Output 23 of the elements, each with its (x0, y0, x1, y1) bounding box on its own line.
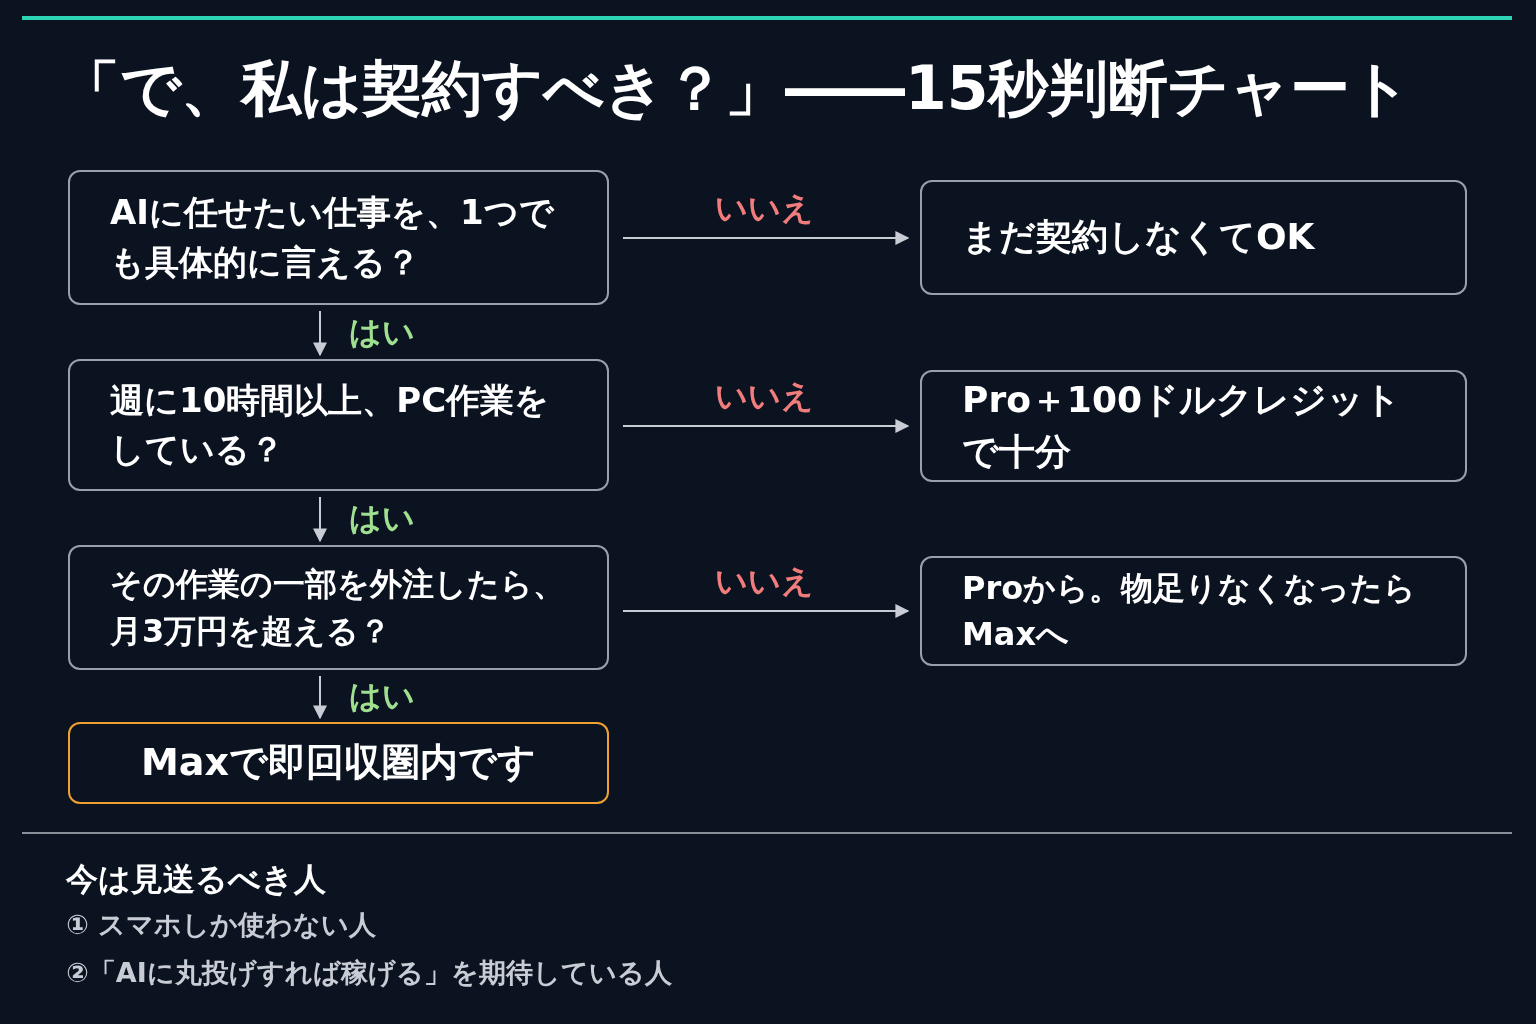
section-heading: 今は見送るべき人 (66, 859, 326, 900)
edge-label: いいえ (715, 380, 814, 412)
arrow (622, 419, 910, 433)
arrow (313, 310, 327, 357)
process-box: その作業の一部を外注したら、月3万円を超える？ (68, 545, 609, 670)
process-box: 週に10時間以上、PC作業をしている？ (68, 359, 609, 491)
arrow (622, 604, 910, 618)
arrow (622, 231, 910, 245)
title: 「で、私は契約すべき？」――15秒判断チャート (60, 52, 1413, 124)
note-text: ②「AIに丸投げすれば稼げる」を期待している人 (66, 956, 672, 990)
note-text: ① スマホしか使わない人 (66, 908, 377, 942)
edge-label: いいえ (715, 565, 814, 597)
edge-label: はい (349, 502, 415, 534)
arrow (313, 675, 327, 720)
result-box: Maxで即回収圏内です (68, 722, 609, 804)
arrow (313, 496, 327, 543)
edge-label: はい (349, 680, 415, 712)
edge-label: いいえ (715, 192, 814, 224)
process-box: Proから。物足りなくなったらMaxへ (920, 556, 1467, 666)
process-box: AIに任せたい仕事を、1つでも具体的に言える？ (68, 170, 609, 305)
process-box: Pro＋100ドルクレジットで十分 (920, 370, 1467, 482)
edge-label: はい (349, 316, 415, 348)
process-box: まだ契約しなくてOK (920, 180, 1467, 295)
